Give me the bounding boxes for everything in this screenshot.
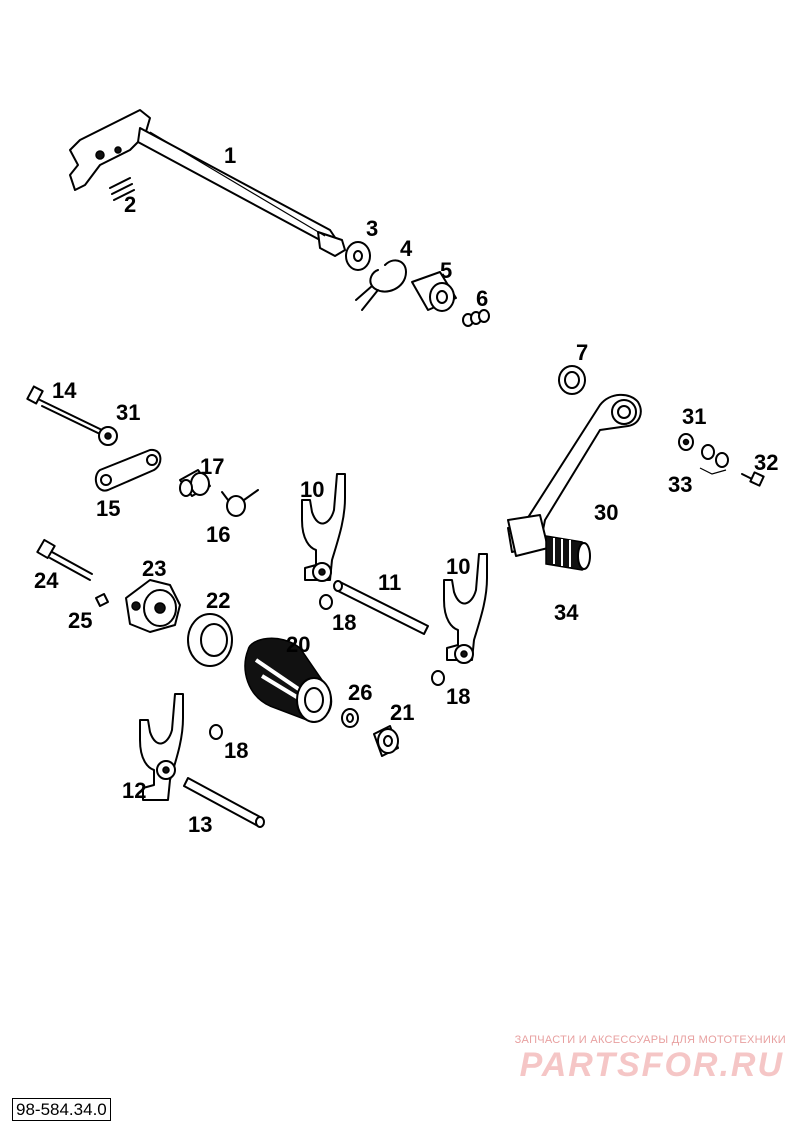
- callout-12: 12: [122, 778, 146, 803]
- callout-31-right: 31: [682, 404, 706, 429]
- callout-20: 20: [286, 632, 310, 657]
- callout-31-left: 31: [116, 400, 140, 425]
- part-26-washer: [341, 708, 359, 728]
- part-2-spring: [109, 177, 135, 201]
- part-16-torsion-spring: [221, 489, 259, 517]
- callout-13: 13: [188, 812, 212, 837]
- part-24-bolt: [36, 538, 93, 581]
- part-23-shift-cam: [125, 579, 181, 633]
- callout-18-a: 18: [332, 610, 356, 635]
- part-33-nut-pair: [699, 444, 729, 475]
- part-3-washer: [345, 241, 371, 271]
- part-12-shift-fork: [139, 693, 184, 801]
- callout-16: 16: [206, 522, 230, 547]
- part-32-bolt: [741, 471, 765, 487]
- part-18-roller-b: [431, 670, 445, 686]
- part-1-shift-shaft: [69, 109, 346, 257]
- part-31-washer-right: [678, 433, 694, 451]
- callout-1: 1: [224, 143, 236, 168]
- callout-11: 11: [378, 570, 401, 595]
- callout-6: 6: [476, 286, 488, 311]
- callout-26: 26: [348, 680, 372, 705]
- part-14-bolt: [26, 385, 103, 435]
- callout-10-top: 10: [300, 477, 324, 502]
- watermark-tagline: ЗАПЧАСТИ И АКСЕССУАРЫ ДЛЯ МОТОТЕХНИКИ: [514, 1034, 786, 1046]
- part-10-shift-fork-b: [443, 553, 488, 664]
- callout-5: 5: [440, 258, 452, 283]
- callout-30: 30: [594, 500, 618, 525]
- callout-14: 14: [52, 378, 77, 403]
- callout-2: 2: [124, 192, 136, 217]
- callout-32: 32: [754, 450, 778, 475]
- part-34-lever-rubber: [545, 535, 591, 571]
- callout-23: 23: [142, 556, 166, 581]
- part-6-small-spring: [462, 309, 490, 327]
- callout-7: 7: [576, 340, 588, 365]
- part-18-roller-c: [209, 724, 223, 740]
- callout-10-bottom: 10: [446, 554, 470, 579]
- callout-25: 25: [68, 608, 92, 633]
- part-4-circlip: [355, 259, 407, 311]
- callout-34: 34: [554, 600, 579, 625]
- callout-18-c: 18: [224, 738, 248, 763]
- callout-4: 4: [400, 236, 413, 261]
- callout-18-b: 18: [446, 684, 470, 709]
- part-11-fork-rod: [333, 580, 429, 635]
- callout-15: 15: [96, 496, 120, 521]
- part-21-needle-bearing: [373, 725, 399, 757]
- part-22-bearing: [187, 613, 233, 667]
- part-18-roller-a: [319, 594, 333, 610]
- callout-22: 22: [206, 588, 230, 613]
- part-13-fork-rod: [183, 777, 265, 828]
- watermark-logo: PARTSFOR.RU: [519, 1046, 784, 1084]
- callout-3: 3: [366, 216, 378, 241]
- part-5-bushing: [411, 271, 457, 312]
- callout-24: 24: [34, 568, 59, 593]
- part-7-seal-ring: [558, 365, 586, 395]
- part-17-collar-bolt: [179, 469, 211, 497]
- part-31-washer-left: [98, 426, 118, 446]
- part-10-shift-fork-a: [301, 473, 346, 582]
- callout-17: 17: [200, 454, 224, 479]
- part-25-nut: [95, 593, 109, 607]
- drawing-number: 98-584.34.0: [12, 1098, 111, 1121]
- part-20-shift-drum: [244, 637, 333, 723]
- callout-33: 33: [668, 472, 692, 497]
- part-15-link-plate: [94, 448, 162, 492]
- callout-21: 21: [390, 700, 414, 725]
- part-30-shift-lever: [507, 393, 642, 557]
